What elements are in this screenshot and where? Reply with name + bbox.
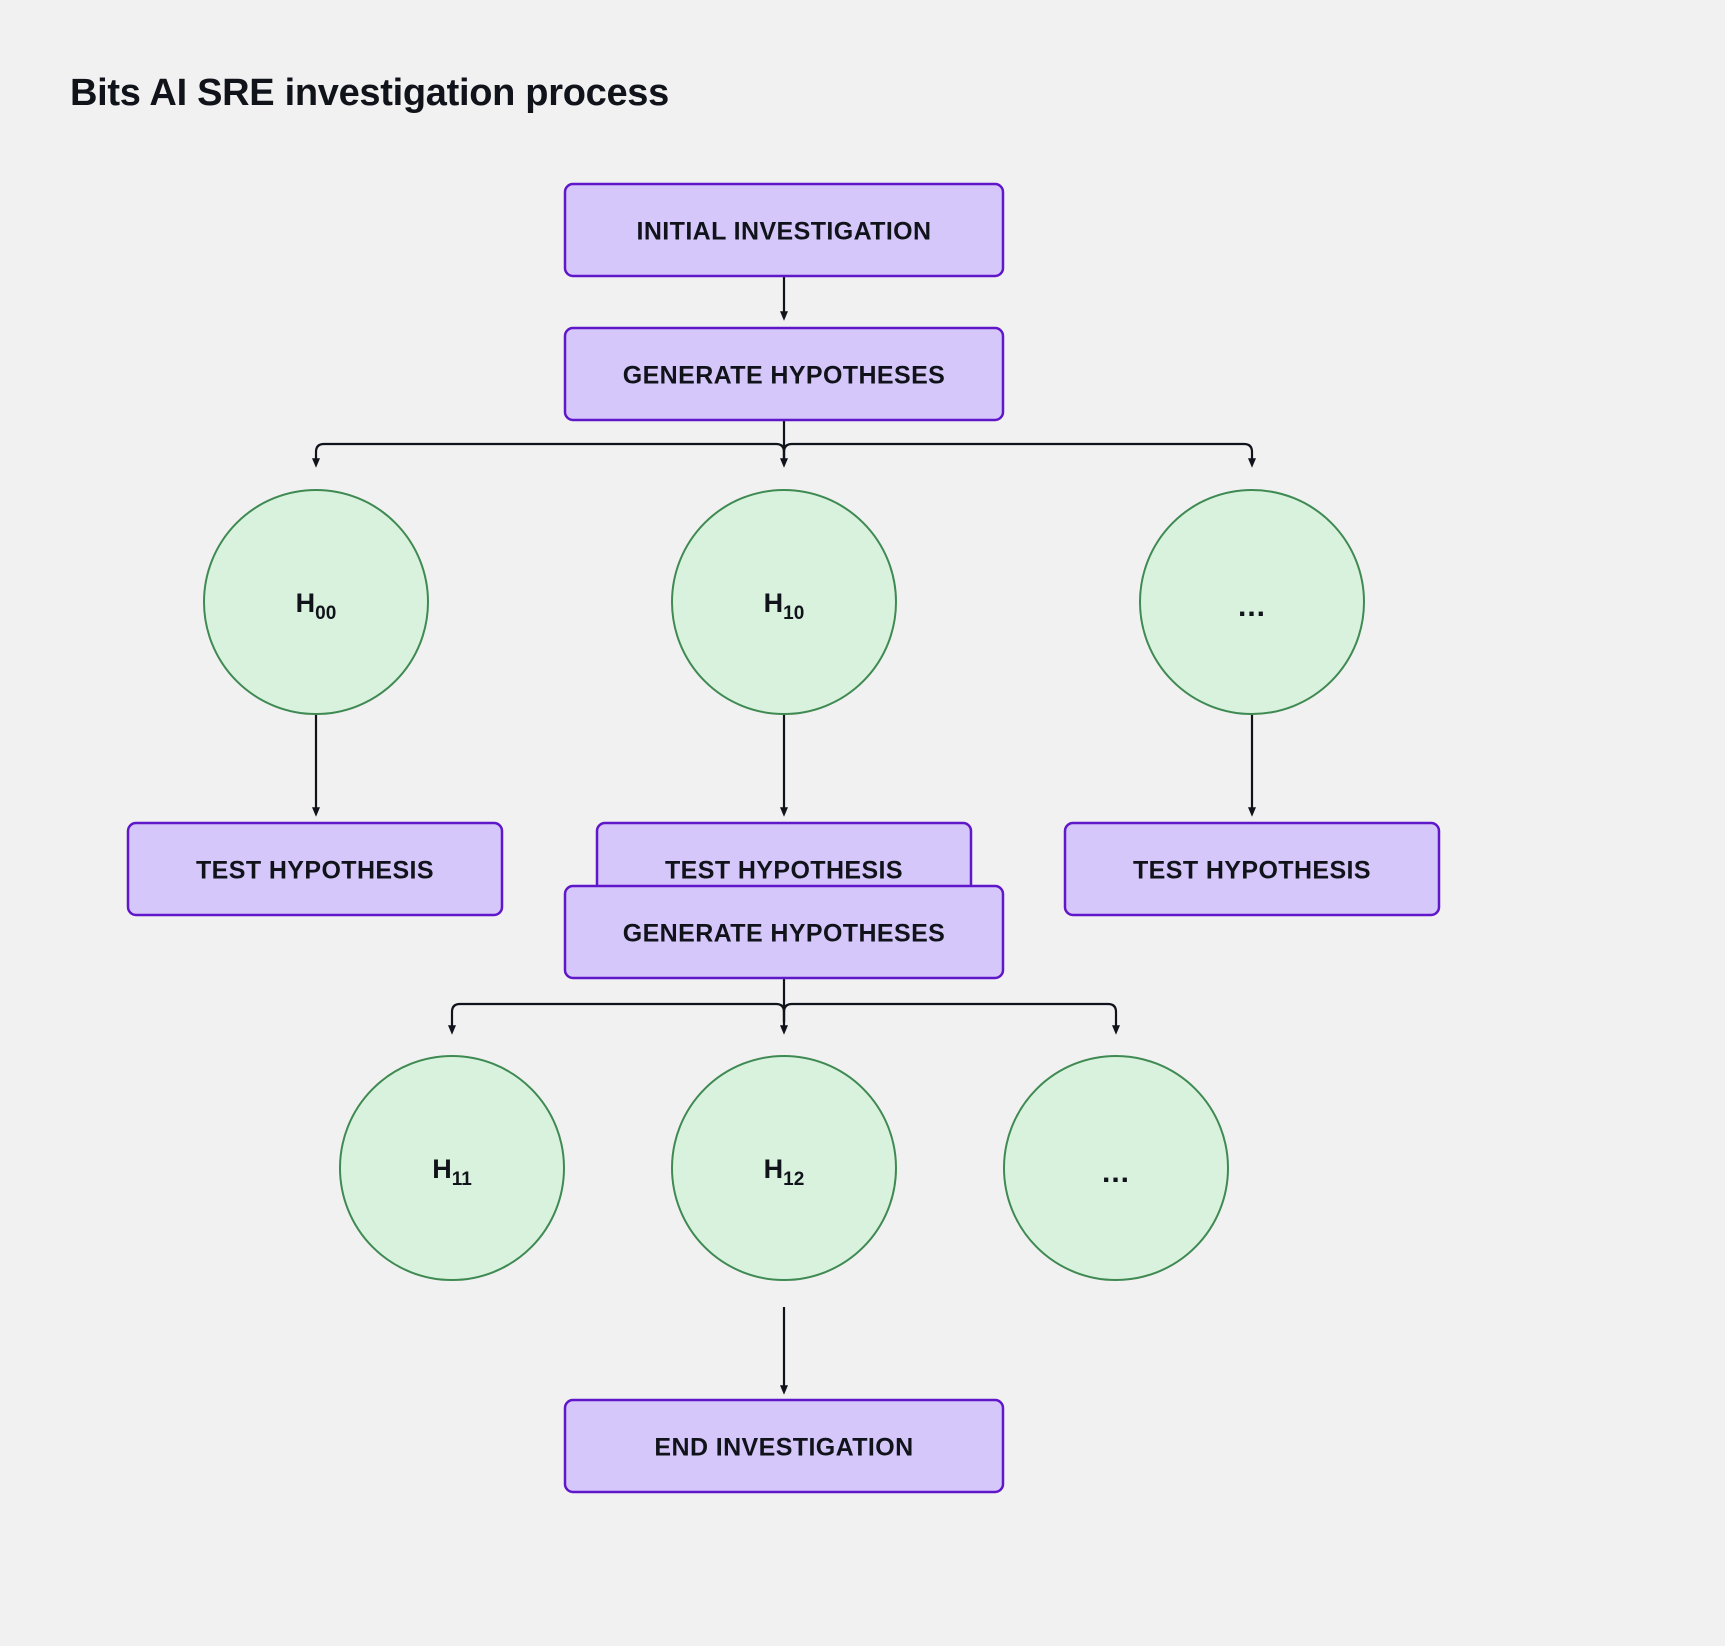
node-hypothesis-h12[interactable]: H12 — [671, 1055, 897, 1281]
edge-generate2-to-more2 — [782, 1002, 1120, 1035]
hypothesis-h00-label: H00 — [296, 588, 337, 624]
hypothesis-more-2-circle[interactable] — [1003, 1055, 1229, 1281]
end-investigation-label: END INVESTIGATION — [654, 1434, 913, 1462]
hypothesis-more-1-label: ... — [1238, 590, 1266, 623]
edge-generate2-to-h11 — [448, 1002, 786, 1035]
initial-investigation-box[interactable] — [563, 182, 1005, 278]
hypothesis-more-1-circle[interactable] — [1139, 489, 1365, 715]
generate-hypotheses-2-box[interactable] — [563, 884, 1005, 980]
generate-hypotheses-1-label: GENERATE HYPOTHESES — [623, 362, 945, 390]
page-title: Bits AI SRE investigation process — [70, 72, 669, 114]
node-hypothesis-h00[interactable]: H00 — [203, 489, 429, 715]
hypothesis-h00-circle[interactable] — [203, 489, 429, 715]
test-hypothesis-3-label: TEST HYPOTHESIS — [1133, 857, 1371, 885]
node-initial-investigation[interactable]: INITIAL INVESTIGATION — [563, 182, 1005, 278]
initial-investigation-label: INITIAL INVESTIGATION — [637, 218, 932, 246]
node-test-hypothesis-3[interactable]: TEST HYPOTHESIS — [1063, 821, 1441, 917]
node-hypothesis-more-1[interactable]: ... — [1139, 489, 1365, 715]
node-hypothesis-more-2[interactable]: ... — [1003, 1055, 1229, 1281]
edge-generate1-to-h00 — [312, 442, 786, 468]
hypothesis-h11-circle[interactable] — [339, 1055, 565, 1281]
test-hypothesis-3-box[interactable] — [1063, 821, 1441, 917]
node-generate-hypotheses-1[interactable]: GENERATE HYPOTHESES — [563, 326, 1005, 422]
node-hypothesis-h11[interactable]: H11 — [339, 1055, 565, 1281]
node-test-hypothesis-1[interactable]: TEST HYPOTHESIS — [126, 821, 504, 917]
hypothesis-h11-label: H11 — [432, 1154, 472, 1190]
test-hypothesis-1-label: TEST HYPOTHESIS — [196, 857, 434, 885]
test-hypothesis-2-label: TEST HYPOTHESIS — [665, 857, 903, 885]
test-hypothesis-1-box[interactable] — [126, 821, 504, 917]
hypothesis-h10-circle[interactable] — [671, 489, 897, 715]
hypothesis-h12-label: H12 — [764, 1154, 805, 1190]
edge-generate1-to-more1 — [782, 442, 1256, 468]
hypothesis-more-2-label: ... — [1102, 1156, 1130, 1189]
hypothesis-h10-label: H10 — [764, 588, 805, 624]
end-investigation-box[interactable] — [563, 1398, 1005, 1494]
generate-hypotheses-2-label: GENERATE HYPOTHESES — [623, 920, 945, 948]
node-hypothesis-h10[interactable]: H10 — [671, 489, 897, 715]
node-generate-hypotheses-2[interactable]: GENERATE HYPOTHESES — [563, 884, 1005, 980]
node-end-investigation[interactable]: END INVESTIGATION — [563, 1398, 1005, 1494]
generate-hypotheses-1-box[interactable] — [563, 326, 1005, 422]
hypothesis-h12-circle[interactable] — [671, 1055, 897, 1281]
